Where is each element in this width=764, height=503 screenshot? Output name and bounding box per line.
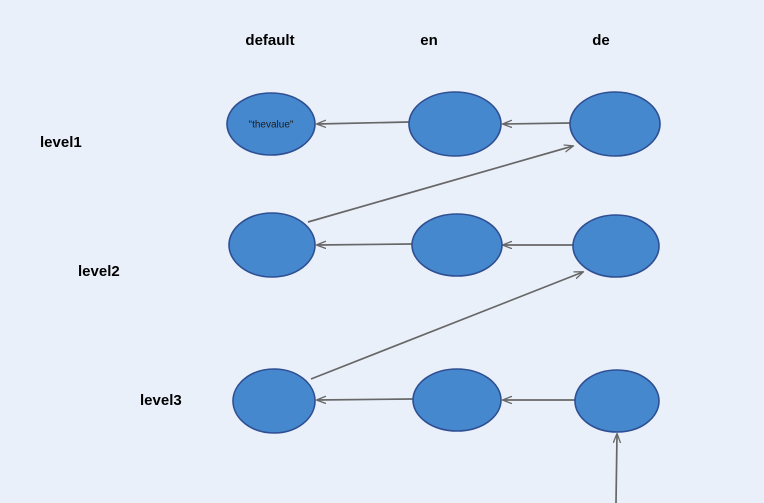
node-ellipse[interactable]: [411, 213, 503, 277]
node-de-level1[interactable]: [569, 91, 661, 157]
node-default-level2[interactable]: [228, 212, 316, 278]
node-ellipse[interactable]: [232, 368, 316, 434]
column-headers: default en de: [245, 32, 609, 49]
node-ellipse[interactable]: [408, 91, 502, 157]
node-label: "thevalue": [249, 120, 294, 131]
row-label-level2: level2: [78, 263, 120, 280]
edge-arrow: [307, 146, 573, 223]
column-header-default: default: [245, 32, 294, 49]
row-label-level1: level1: [40, 134, 82, 151]
nodes-layer: "thevalue": [226, 91, 661, 434]
node-ellipse[interactable]: [574, 369, 660, 433]
node-ellipse[interactable]: [569, 91, 661, 157]
node-default-level1[interactable]: "thevalue": [226, 92, 316, 156]
node-ellipse[interactable]: [228, 212, 316, 278]
column-header-de: de: [592, 32, 610, 49]
node-default-level3[interactable]: [232, 368, 316, 434]
node-en-level3[interactable]: [412, 368, 502, 432]
row-label-level3: level3: [140, 392, 182, 409]
node-ellipse[interactable]: [412, 368, 502, 432]
edge-arrow: [317, 122, 410, 124]
row-labels: level1 level2 level3: [40, 134, 182, 409]
edge-arrow: [317, 244, 413, 245]
edge-arrow: [310, 272, 583, 380]
edge-arrow: [317, 399, 414, 400]
column-header-en: en: [420, 32, 438, 49]
node-en-level1[interactable]: [408, 91, 502, 157]
node-en-level2[interactable]: [411, 213, 503, 277]
edges-layer: [307, 122, 617, 503]
edge-arrow: [503, 123, 571, 124]
edge-arrow: [616, 434, 617, 503]
node-ellipse[interactable]: [572, 214, 660, 278]
node-de-level2[interactable]: [572, 214, 660, 278]
node-ellipse[interactable]: [226, 92, 316, 156]
node-de-level3[interactable]: [574, 369, 660, 433]
